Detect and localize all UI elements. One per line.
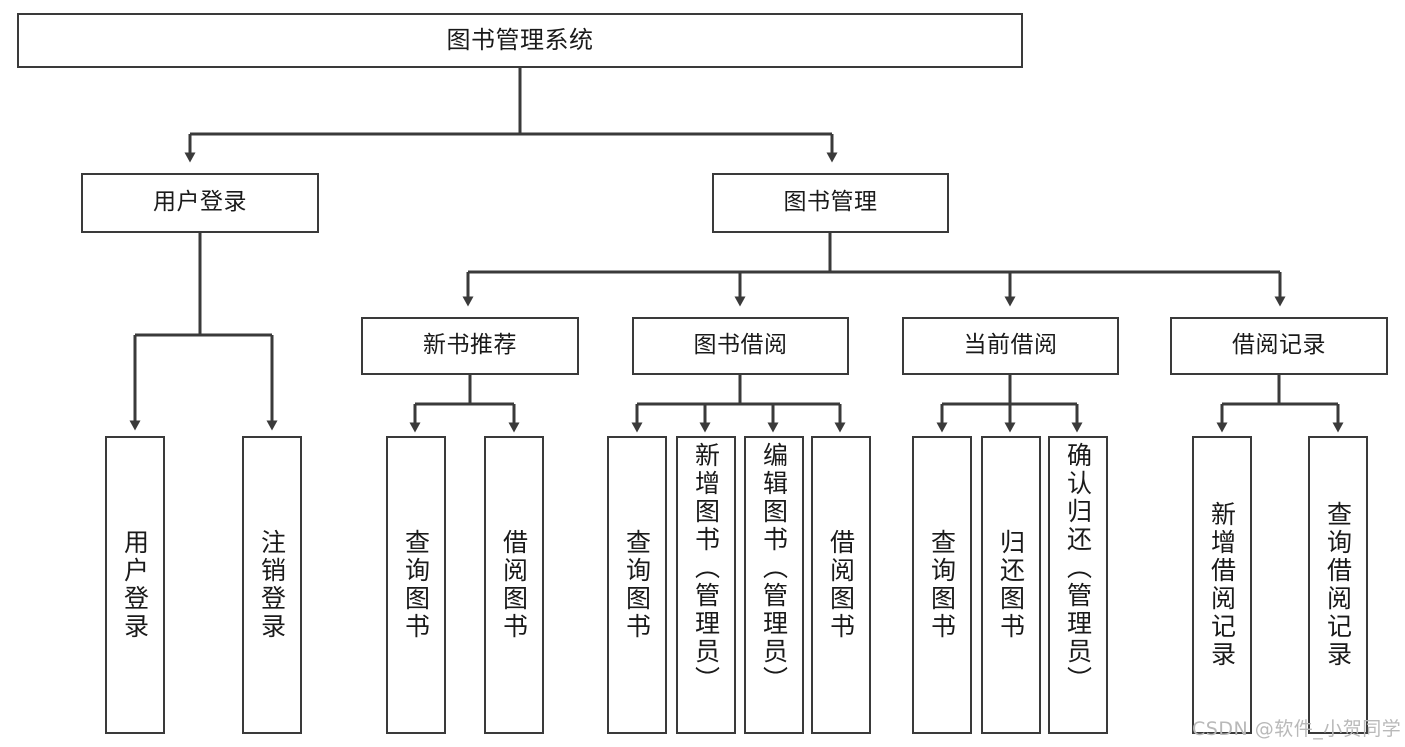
- node-leaf-query-book-a-label: 查询图书: [401, 529, 431, 641]
- node-book-manage-label: 图书管理: [783, 189, 878, 216]
- leaf-text-wrap: 借阅图书: [826, 438, 856, 732]
- leaf-text-wrap: 确认归还（管理员）: [1063, 438, 1093, 736]
- node-leaf-add-record[interactable]: 新增借阅记录: [1192, 436, 1252, 734]
- node-leaf-query-book-b[interactable]: 查询图书: [607, 436, 667, 734]
- node-leaf-confirm-return[interactable]: 确认归还（管理员）: [1048, 436, 1108, 734]
- node-leaf-query-record-label: 查询借阅记录: [1323, 501, 1353, 669]
- node-leaf-borrow-book-a-label: 借阅图书: [499, 529, 529, 641]
- node-root[interactable]: 图书管理系统: [17, 13, 1023, 68]
- node-leaf-add-record-label: 新增借阅记录: [1207, 501, 1237, 669]
- node-leaf-query-book-a[interactable]: 查询图书: [386, 436, 446, 734]
- node-leaf-edit-book-label: 编辑图书（管理员）: [759, 442, 789, 694]
- node-current-borrow[interactable]: 当前借阅: [902, 317, 1119, 375]
- node-root-label: 图书管理系统: [446, 26, 594, 55]
- node-leaf-query-book-c[interactable]: 查询图书: [912, 436, 972, 734]
- node-leaf-return-book[interactable]: 归还图书: [981, 436, 1041, 734]
- leaf-text-wrap: 注销登录: [257, 438, 287, 732]
- leaf-text-wrap: 归还图书: [996, 438, 1026, 732]
- node-new-book-recommend-label: 新书推荐: [423, 332, 517, 359]
- node-leaf-query-book-c-label: 查询图书: [927, 529, 957, 641]
- node-leaf-logout[interactable]: 注销登录: [242, 436, 302, 734]
- node-user-login-label: 用户登录: [153, 189, 247, 216]
- node-leaf-borrow-book-b-label: 借阅图书: [826, 529, 856, 641]
- node-leaf-edit-book[interactable]: 编辑图书（管理员）: [744, 436, 804, 734]
- node-user-login[interactable]: 用户登录: [81, 173, 319, 233]
- node-current-borrow-label: 当前借阅: [963, 332, 1058, 359]
- node-book-borrow[interactable]: 图书借阅: [632, 317, 849, 375]
- node-leaf-user-login[interactable]: 用户登录: [105, 436, 165, 734]
- node-leaf-query-book-b-label: 查询图书: [622, 529, 652, 641]
- node-leaf-add-book-label: 新增图书（管理员）: [691, 442, 721, 694]
- node-leaf-add-book[interactable]: 新增图书（管理员）: [676, 436, 736, 734]
- node-borrow-record-label: 借阅记录: [1232, 332, 1326, 359]
- leaf-text-wrap: 查询图书: [927, 438, 957, 732]
- leaf-text-wrap: 查询图书: [401, 438, 431, 732]
- leaf-text-wrap: 查询图书: [622, 438, 652, 732]
- leaf-text-wrap: 借阅图书: [499, 438, 529, 732]
- node-leaf-logout-label: 注销登录: [257, 529, 287, 641]
- leaf-text-wrap: 编辑图书（管理员）: [759, 438, 789, 736]
- node-leaf-user-login-label: 用户登录: [120, 529, 150, 641]
- csdn-watermark: CSDN @软件_小贺同学: [1192, 718, 1402, 740]
- node-borrow-record[interactable]: 借阅记录: [1170, 317, 1388, 375]
- node-leaf-query-record[interactable]: 查询借阅记录: [1308, 436, 1368, 734]
- leaf-text-wrap: 查询借阅记录: [1323, 438, 1353, 732]
- node-leaf-borrow-book-b[interactable]: 借阅图书: [811, 436, 871, 734]
- node-new-book-recommend[interactable]: 新书推荐: [361, 317, 579, 375]
- leaf-text-wrap: 新增借阅记录: [1207, 438, 1237, 732]
- node-book-borrow-label: 图书借阅: [693, 332, 788, 359]
- node-leaf-confirm-return-label: 确认归还（管理员）: [1063, 442, 1093, 694]
- node-leaf-borrow-book-a[interactable]: 借阅图书: [484, 436, 544, 734]
- node-book-manage[interactable]: 图书管理: [712, 173, 949, 233]
- leaf-text-wrap: 用户登录: [120, 438, 150, 732]
- node-leaf-return-book-label: 归还图书: [996, 529, 1026, 641]
- leaf-text-wrap: 新增图书（管理员）: [691, 438, 721, 736]
